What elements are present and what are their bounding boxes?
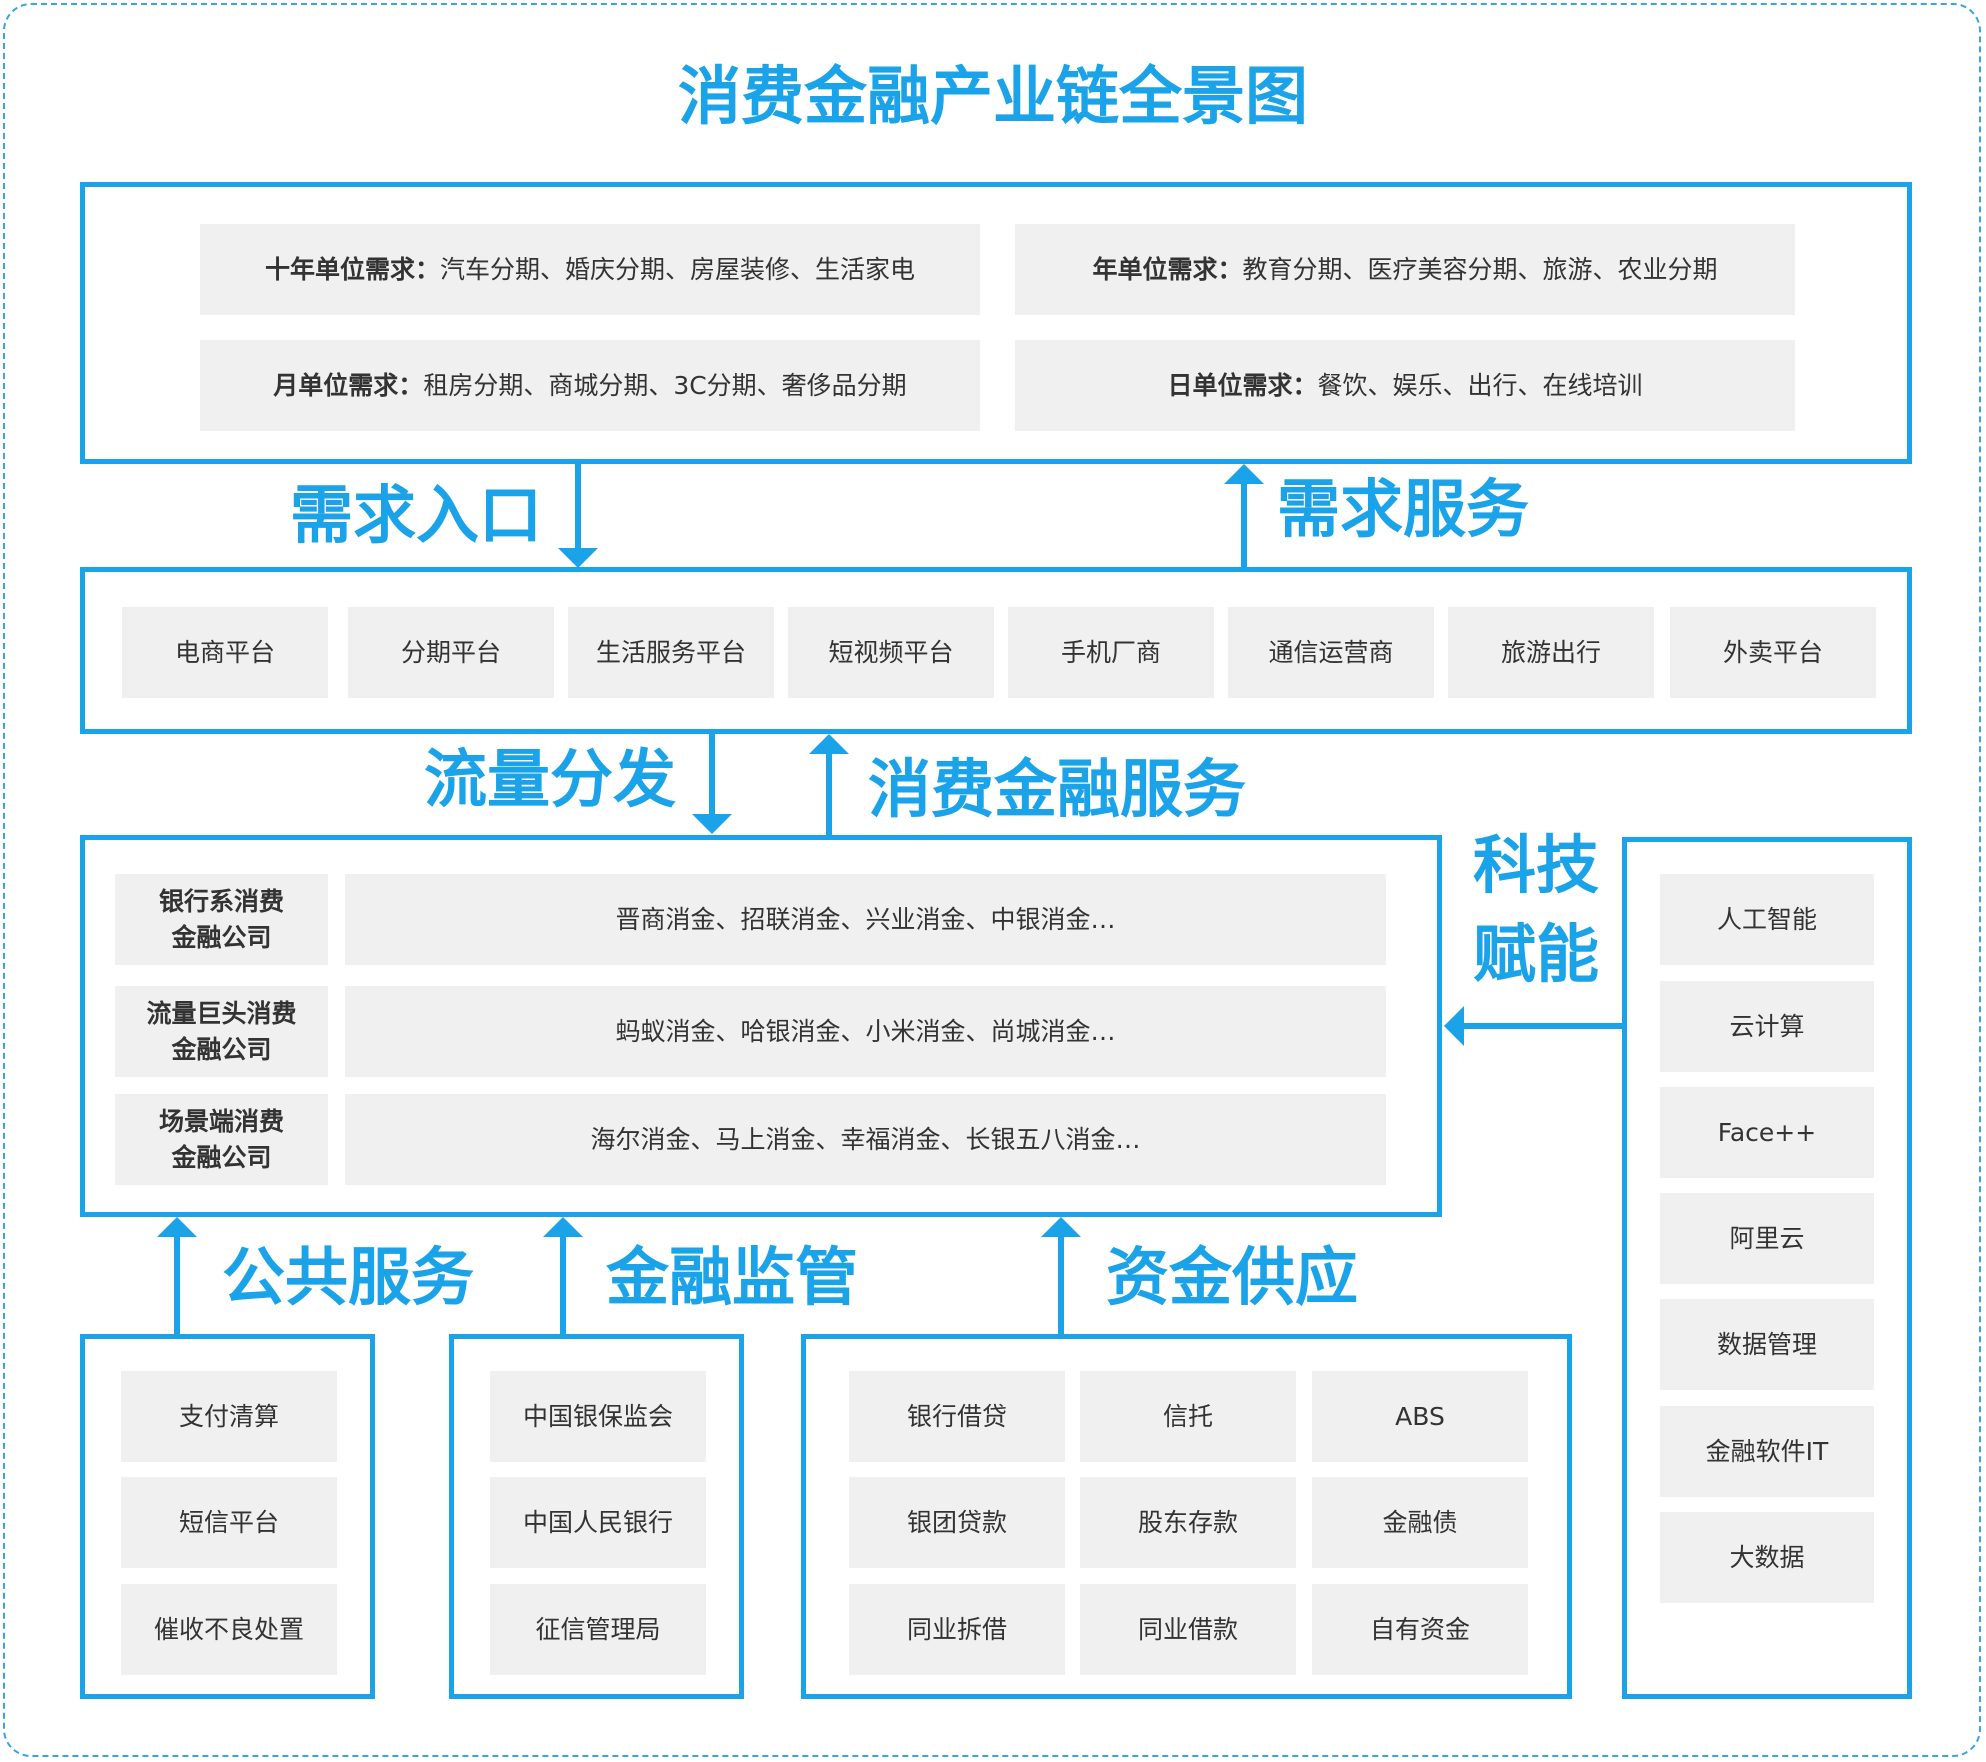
funding-arrowhead bbox=[1041, 1217, 1081, 1237]
label-traffic: 流量分发 bbox=[424, 743, 676, 816]
tech-item: 大数据 bbox=[1660, 1512, 1874, 1603]
demand-key: 日单位需求： bbox=[1167, 370, 1318, 400]
funding-box: 银行借贷 信托 ABS 银团贷款 股东存款 金融债 同业拆借 同业借款 自有资金 bbox=[801, 1334, 1572, 1699]
funding-item: 金融债 bbox=[1312, 1477, 1528, 1568]
demand-entry-arrowhead bbox=[558, 548, 598, 568]
label-demand-service: 需求服务 bbox=[1277, 473, 1529, 546]
label-regulation: 金融监管 bbox=[606, 1241, 858, 1314]
company-type: 流量巨头消费 金融公司 bbox=[115, 986, 328, 1077]
company-type-line: 金融公司 bbox=[171, 922, 272, 952]
demand-text: 教育分期、医疗美容分期、旅游、农业分期 bbox=[1242, 254, 1718, 284]
label-demand-entry: 需求入口 bbox=[290, 479, 542, 552]
company-type-line: 流量巨头消费 bbox=[146, 998, 297, 1028]
regulation-arrow-line bbox=[560, 1234, 566, 1336]
funding-item: 银团贷款 bbox=[849, 1477, 1065, 1568]
platform-item: 旅游出行 bbox=[1448, 607, 1654, 698]
demand-key: 月单位需求： bbox=[273, 370, 424, 400]
demand-day: 日单位需求：餐饮、娱乐、出行、在线培训 bbox=[1015, 340, 1795, 431]
cf-service-arrowhead bbox=[809, 734, 849, 754]
regulation-item: 中国银保监会 bbox=[490, 1371, 706, 1462]
demand-entry-arrow-line bbox=[575, 464, 581, 550]
platform-item: 短视频平台 bbox=[788, 607, 994, 698]
demand-service-arrow-line bbox=[1241, 482, 1247, 568]
tech-arrow-line bbox=[1462, 1023, 1624, 1029]
platform-item: 外卖平台 bbox=[1670, 607, 1876, 698]
company-names: 晋商消金、招联消金、兴业消金、中银消金… bbox=[345, 874, 1386, 965]
platform-item: 分期平台 bbox=[348, 607, 554, 698]
regulation-item: 中国人民银行 bbox=[490, 1477, 706, 1568]
label-public: 公共服务 bbox=[222, 1241, 474, 1314]
demand-key: 十年单位需求： bbox=[264, 254, 440, 284]
label-tech-line2: 赋能 bbox=[1473, 918, 1599, 991]
tech-item: 人工智能 bbox=[1660, 874, 1874, 965]
public-arrow-line bbox=[174, 1234, 180, 1336]
funding-item: 同业拆借 bbox=[849, 1584, 1065, 1675]
platform-item: 生活服务平台 bbox=[568, 607, 774, 698]
funding-item: 股东存款 bbox=[1080, 1477, 1296, 1568]
companies-box: 银行系消费 金融公司 晋商消金、招联消金、兴业消金、中银消金… 流量巨头消费 金… bbox=[80, 835, 1442, 1217]
label-funding: 资金供应 bbox=[1106, 1241, 1358, 1314]
label-tech-line1: 科技 bbox=[1473, 829, 1599, 902]
traffic-arrowhead bbox=[692, 814, 732, 834]
demand-month: 月单位需求：租房分期、商城分期、3C分期、奢侈品分期 bbox=[200, 340, 980, 431]
public-arrowhead bbox=[157, 1217, 197, 1237]
demand-text: 租房分期、商城分期、3C分期、奢侈品分期 bbox=[423, 370, 907, 400]
company-type-line: 金融公司 bbox=[171, 1034, 272, 1064]
funding-item: 银行借贷 bbox=[849, 1371, 1065, 1462]
demand-key: 年单位需求： bbox=[1092, 254, 1243, 284]
company-type-line: 银行系消费 bbox=[158, 886, 284, 916]
tech-item: 金融软件IT bbox=[1660, 1406, 1874, 1497]
company-names: 海尔消金、马上消金、幸福消金、长银五八消金… bbox=[345, 1094, 1386, 1185]
public-box: 支付清算 短信平台 催收不良处置 bbox=[80, 1334, 375, 1699]
tech-arrowhead bbox=[1444, 1006, 1464, 1046]
cf-service-arrow-line bbox=[826, 752, 832, 836]
diagram-frame bbox=[3, 3, 1981, 1757]
demand-text: 汽车分期、婚庆分期、房屋装修、生活家电 bbox=[440, 254, 916, 284]
company-type-line: 场景端消费 bbox=[158, 1106, 284, 1136]
company-names: 蚂蚁消金、哈银消金、小米消金、尚城消金… bbox=[345, 986, 1386, 1077]
demand-year: 年单位需求：教育分期、医疗美容分期、旅游、农业分期 bbox=[1015, 224, 1795, 315]
company-type: 场景端消费 金融公司 bbox=[115, 1094, 328, 1185]
company-type-line: 金融公司 bbox=[171, 1142, 272, 1172]
diagram-title: 消费金融产业链全景图 bbox=[678, 60, 1308, 133]
platform-item: 通信运营商 bbox=[1228, 607, 1434, 698]
demand-decade: 十年单位需求：汽车分期、婚庆分期、房屋装修、生活家电 bbox=[200, 224, 980, 315]
tech-item: Face++ bbox=[1660, 1087, 1874, 1178]
public-item: 支付清算 bbox=[121, 1371, 337, 1462]
traffic-arrow-line bbox=[709, 734, 715, 828]
regulation-item: 征信管理局 bbox=[490, 1584, 706, 1675]
label-cf-service: 消费金融服务 bbox=[868, 753, 1246, 826]
funding-item: 同业借款 bbox=[1080, 1584, 1296, 1675]
demand-text: 餐饮、娱乐、出行、在线培训 bbox=[1317, 370, 1643, 400]
demand-box: 十年单位需求：汽车分期、婚庆分期、房屋装修、生活家电 年单位需求：教育分期、医疗… bbox=[80, 182, 1912, 464]
demand-service-arrowhead bbox=[1224, 464, 1264, 484]
company-type: 银行系消费 金融公司 bbox=[115, 874, 328, 965]
funding-item: ABS bbox=[1312, 1371, 1528, 1462]
platform-box: 电商平台 分期平台 生活服务平台 短视频平台 手机厂商 通信运营商 旅游出行 外… bbox=[80, 567, 1912, 734]
platform-item: 电商平台 bbox=[122, 607, 328, 698]
funding-item: 自有资金 bbox=[1312, 1584, 1528, 1675]
public-item: 短信平台 bbox=[121, 1477, 337, 1568]
tech-item: 云计算 bbox=[1660, 981, 1874, 1072]
public-item: 催收不良处置 bbox=[121, 1584, 337, 1675]
tech-item: 阿里云 bbox=[1660, 1193, 1874, 1284]
regulation-arrowhead bbox=[543, 1217, 583, 1237]
funding-item: 信托 bbox=[1080, 1371, 1296, 1462]
funding-arrow-line bbox=[1058, 1234, 1064, 1336]
tech-item: 数据管理 bbox=[1660, 1299, 1874, 1390]
regulation-box: 中国银保监会 中国人民银行 征信管理局 bbox=[449, 1334, 744, 1699]
platform-item: 手机厂商 bbox=[1008, 607, 1214, 698]
tech-box: 人工智能 云计算 Face++ 阿里云 数据管理 金融软件IT 大数据 bbox=[1622, 837, 1912, 1699]
